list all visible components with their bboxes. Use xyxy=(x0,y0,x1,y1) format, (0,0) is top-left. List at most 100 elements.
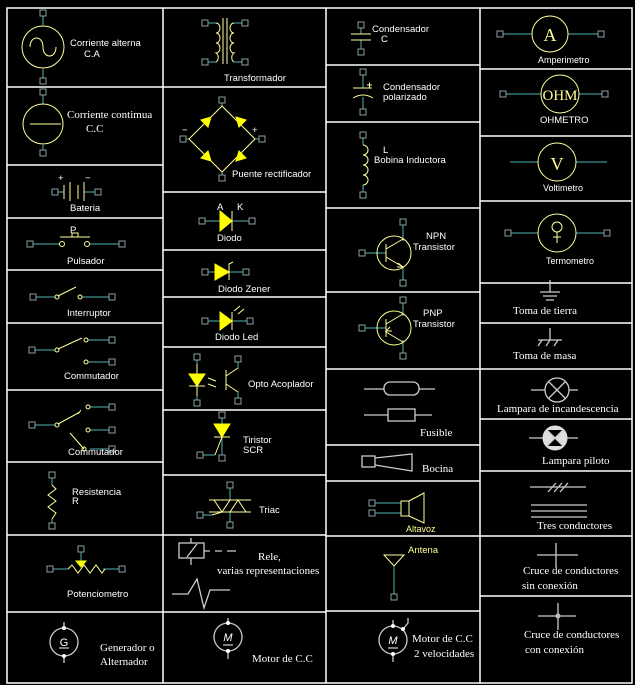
npn-transistor-symbol xyxy=(358,218,412,287)
label-cruce-sin-2: sin conexión xyxy=(522,580,578,592)
label-puente-plus: + xyxy=(252,125,258,136)
label-npn-2: Transistor xyxy=(413,242,455,253)
label-altavoz: Altavoz xyxy=(406,524,436,534)
label-motor2-2: 2 velocidades xyxy=(414,648,475,660)
label-ca-2: C.A xyxy=(84,49,100,60)
label-cc-2: C.C xyxy=(86,123,104,135)
battery-symbol xyxy=(51,182,102,201)
motor2-glyph: M xyxy=(388,635,398,647)
label-rele-1: Rele, xyxy=(258,551,281,563)
voltmeter-glyph: V xyxy=(551,154,564,174)
label-lampara-piloto: Lampara piloto xyxy=(542,455,610,467)
label-cond-pol-2: polarizado xyxy=(383,92,427,103)
pnp-transistor-symbol xyxy=(358,296,412,360)
label-condensador-2: C xyxy=(381,34,388,45)
label-potenciometro: Potenciometro xyxy=(67,589,129,600)
label-lampara-inc: Lampara de incandescencia xyxy=(497,403,619,415)
label-diodo: Diodo xyxy=(217,233,242,244)
label-tiristor-2: SCR xyxy=(243,445,264,456)
label-motor: Motor de C.C xyxy=(252,653,313,665)
triac-symbol xyxy=(196,481,251,529)
label-antena: Antena xyxy=(408,545,439,556)
crossing-with-connection-symbol xyxy=(538,603,576,630)
label-puente: Puente rectificador xyxy=(232,169,312,180)
label-resistencia-1: Resistencia xyxy=(72,487,122,498)
label-diodo-anode: A xyxy=(217,202,224,213)
label-tres: Tres conductores xyxy=(537,520,613,532)
label-bocina: Bocina xyxy=(422,463,454,475)
label-commutador-1: Commutador xyxy=(64,371,119,382)
generator-glyph: G xyxy=(60,637,69,649)
label-tierra: Toma de tierra xyxy=(513,305,577,317)
label-bobina-2: Bobina Inductora xyxy=(374,155,446,166)
horn-symbol xyxy=(361,453,413,472)
switch-symbol xyxy=(29,286,116,301)
dc-motor-symbol: M xyxy=(213,618,243,659)
label-ohmetro: OHMETRO xyxy=(540,115,589,126)
resistor-symbol xyxy=(47,471,57,530)
ground-symbol xyxy=(540,280,560,301)
label-condensador-1: Condensador xyxy=(372,24,430,35)
label-generador-1: Generador o xyxy=(100,642,155,654)
push-button-symbol xyxy=(26,232,126,248)
label-opto: Opto Acoplador xyxy=(248,379,314,390)
label-bateria-minus: − xyxy=(85,173,91,184)
label-rele-2: varias representaciones xyxy=(217,565,320,577)
polarized-capacitor-symbol xyxy=(352,68,374,116)
label-masa: Toma de masa xyxy=(513,350,577,362)
label-cruce-con-2: con conexión xyxy=(525,644,584,656)
bridge-rectifier-symbol xyxy=(179,96,266,182)
inductor-symbol xyxy=(359,131,369,199)
label-diodo-cathode: K xyxy=(237,202,244,213)
led-symbol xyxy=(201,305,254,331)
label-tiristor-1: Tiristor xyxy=(243,435,272,446)
optocoupler-symbol xyxy=(188,353,242,407)
dc-source-symbol xyxy=(22,88,64,157)
label-led: Diodo Led xyxy=(215,332,259,343)
pilot-lamp-symbol xyxy=(529,425,578,451)
label-pnp-1: PNP xyxy=(423,308,443,319)
label-generador-2: Alternador xyxy=(100,656,148,668)
capacitor-symbol xyxy=(351,21,371,56)
label-cond-pol-1: Condensador xyxy=(383,82,441,93)
changeover-switch-symbol xyxy=(28,336,116,366)
zener-diode-symbol xyxy=(201,261,250,281)
ac-source-symbol xyxy=(21,9,65,85)
label-puente-minus: − xyxy=(182,125,188,136)
label-zener: Diodo Zener xyxy=(218,284,271,295)
label-resistencia-2: R xyxy=(72,496,79,507)
incandescent-lamp-symbol xyxy=(531,377,578,403)
chassis-ground-symbol xyxy=(537,328,562,347)
three-conductors-symbol xyxy=(530,482,587,518)
ohmmeter-symbol: OHM xyxy=(499,74,609,114)
label-termometro: Termometro xyxy=(546,256,595,266)
transformer-symbol xyxy=(201,18,249,66)
grid-lines xyxy=(6,7,633,684)
label-pulsador-tag: P xyxy=(70,225,77,236)
label-motor2-1: Motor de C.C xyxy=(412,633,473,645)
label-bobina-1: L xyxy=(383,145,389,156)
ammeter-symbol: A xyxy=(496,15,605,53)
label-cruce-con-1: Cruce de conductores xyxy=(524,629,620,641)
label-pulsador: Pulsador xyxy=(67,256,105,267)
label-voltimetro: Voltimetro xyxy=(543,183,584,193)
crossing-no-connection-symbol xyxy=(537,543,578,567)
potentiometer-symbol xyxy=(46,545,126,574)
ammeter-glyph: A xyxy=(544,25,557,45)
label-amperimetro: Amperimetro xyxy=(538,55,590,65)
label-fusible: Fusible xyxy=(420,427,453,439)
relay-symbol xyxy=(172,538,236,611)
multi-position-switch-symbol xyxy=(28,403,116,453)
two-speed-motor-symbol: M xyxy=(378,618,409,662)
thermometer-symbol xyxy=(504,213,611,253)
ohm-glyph: OHM xyxy=(542,88,577,104)
diode-symbol xyxy=(198,209,256,233)
thyristor-symbol xyxy=(196,411,231,462)
label-transformador: Transformador xyxy=(224,73,286,84)
antenna-symbol xyxy=(382,554,406,601)
label-bateria-plus: + xyxy=(58,173,64,184)
label-triac: Triac xyxy=(259,505,280,516)
label-ca-1: Corriente alterna xyxy=(70,38,141,49)
